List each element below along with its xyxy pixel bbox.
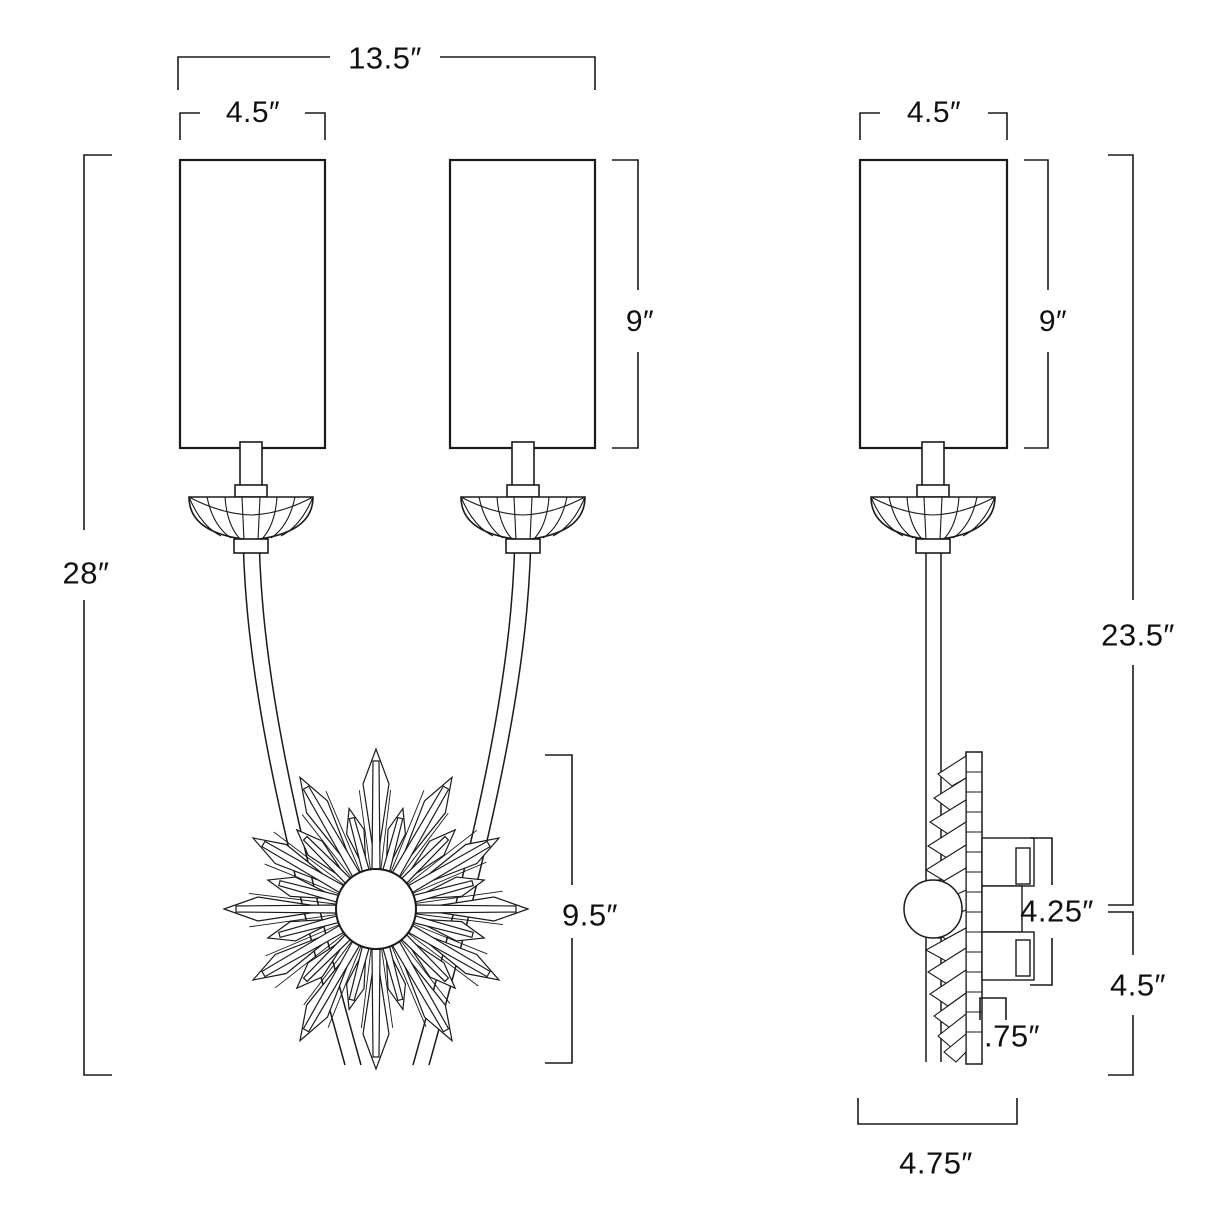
bobeche-left: [188, 441, 314, 554]
dim-label-front-shade-width: 4.5″: [225, 96, 281, 129]
dim-side-shade-height: [1024, 159, 1049, 449]
dim-side-lower-height: [1108, 911, 1134, 1076]
dim-front-shade-height: [612, 159, 639, 449]
dim-label-front-starburst-height: 9.5″: [561, 897, 619, 933]
dim-label-side-overall-depth: 4.75″: [899, 1145, 973, 1181]
stem-side: [925, 553, 942, 1062]
bobeche-right: [460, 441, 586, 554]
shade-left: [178, 158, 327, 450]
dim-front-overall-height: [83, 154, 112, 1076]
dim-label-side-upper-height: 23.5″: [1101, 617, 1175, 653]
dim-label-side-backplate-height-value: 4.25″: [1020, 893, 1094, 929]
dim-front-overall-width: [177, 56, 596, 90]
dim-label-side-shade-height: 9″: [1038, 305, 1068, 338]
dim-side-overall-depth: [857, 1098, 1018, 1125]
side-view-group: [858, 158, 1035, 1065]
dim-side-backplate-depth: [979, 997, 1007, 1020]
bobeche-side: [870, 441, 996, 554]
shade-right: [448, 158, 597, 450]
dim-label-front-shade-height: 9″: [625, 305, 655, 338]
dim-label-side-shade-width: 4.5″: [906, 96, 962, 129]
dim-side-shade-width: [859, 112, 1008, 140]
dim-label-front-overall-width: 13.5″: [348, 40, 422, 76]
mount-box-side: [981, 837, 1035, 981]
dim-front-starburst-height: [545, 754, 573, 1064]
dim-label-side-lower-height: 4.5″: [1109, 967, 1167, 1003]
front-view-group: [178, 158, 597, 1071]
shade-side: [858, 158, 1009, 450]
crystal-starburst-front: [222, 747, 530, 1071]
dim-label-side-backplate-depth: .75″: [983, 1018, 1041, 1054]
dim-side-upper-height: [1108, 154, 1134, 906]
dim-side-backplate-height: [1030, 837, 1053, 986]
dimension-lines: [83, 56, 1134, 1125]
dim-label-front-overall-height: 28″: [62, 555, 110, 591]
dim-front-shade-width: [179, 112, 326, 140]
